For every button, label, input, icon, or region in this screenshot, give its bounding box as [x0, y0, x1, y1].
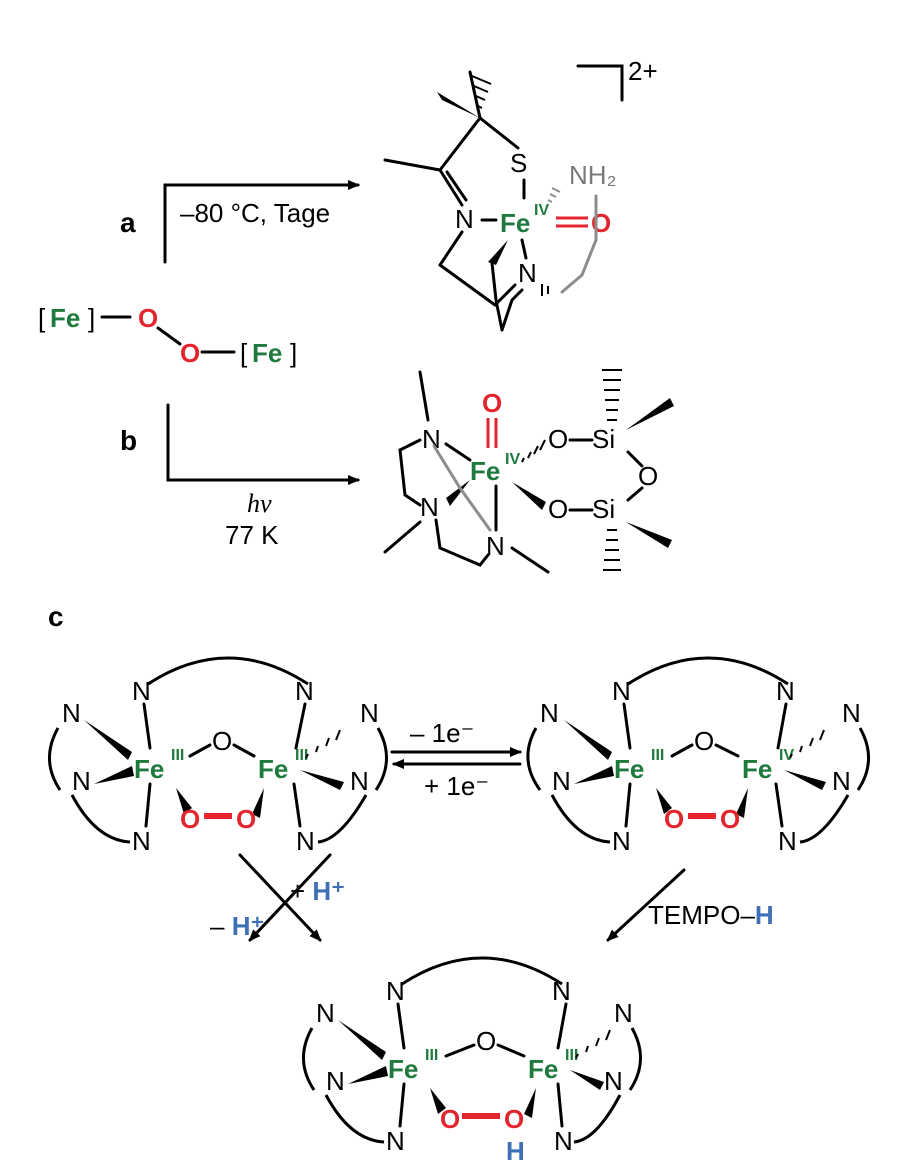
svg-text:N: N	[540, 698, 559, 728]
svg-text:N: N	[612, 826, 631, 856]
iron-center-b: Fe	[470, 456, 500, 486]
svg-text:N: N	[72, 766, 91, 796]
svg-text:N: N	[295, 676, 314, 706]
panel-label-a: a	[120, 207, 136, 238]
hydroperoxo-o1: O	[440, 1104, 460, 1134]
arrow-a	[163, 180, 360, 264]
iron-c3-left: Fe	[388, 1054, 418, 1084]
svg-text:III: III	[565, 1047, 578, 1064]
svg-text:N: N	[350, 766, 369, 796]
peroxo-o2: O	[180, 338, 200, 368]
svg-text:N: N	[316, 998, 335, 1028]
svg-text:III: III	[171, 747, 184, 764]
mu-oxo-c3: O	[476, 1026, 496, 1056]
svg-text:]: ]	[290, 338, 297, 368]
svg-text:N: N	[552, 976, 571, 1006]
protonation-equilibrium-arrows	[238, 853, 332, 942]
oxidation-label: – 1e⁻	[410, 718, 474, 748]
peroxo-c1-o1: O	[180, 804, 200, 834]
svg-text:[: [	[38, 303, 46, 333]
peroxo-c1-o2: O	[236, 804, 256, 834]
svg-text:III: III	[651, 747, 664, 764]
fe-iv-oxo-thiolate-complex: S N Fe IV O NH₂ N	[383, 70, 617, 332]
charge-bracket	[576, 64, 624, 102]
conditions-a: –80 °C, Tage	[180, 198, 330, 228]
fe-iv-oxo-siloxide-complex: O Fe IV O Si O Si O	[383, 369, 674, 574]
hydroperoxo-h: H	[506, 1136, 525, 1166]
redox-equilibrium-arrows: – 1e⁻ + 1e⁻	[390, 718, 522, 801]
svg-text:N: N	[296, 826, 315, 856]
svg-text:N: N	[132, 676, 151, 706]
oxo-oxygen-b: O	[482, 388, 502, 418]
oxidation-state-a: IV	[534, 202, 549, 219]
siloxide-o1: O	[548, 424, 568, 454]
svg-text:N: N	[614, 998, 633, 1028]
siloxide-o2: O	[548, 494, 568, 524]
svg-text:N: N	[612, 676, 631, 706]
reduction-label: + 1e⁻	[424, 771, 489, 801]
mu-oxo-c1: O	[212, 726, 232, 756]
iron-c1-left: Fe	[134, 754, 164, 784]
panel-label-c: c	[48, 601, 64, 632]
ring-n2: N	[420, 492, 439, 522]
ring-n3: N	[486, 531, 505, 561]
deprotonation-label: – H⁺	[210, 911, 264, 941]
peroxo-o1: O	[138, 303, 158, 333]
iron-c2-left: Fe	[614, 754, 644, 784]
peroxo-c2-o2: O	[720, 804, 740, 834]
arrow-b	[166, 403, 360, 485]
mu-oxo-c2: O	[694, 726, 714, 756]
svg-text:N: N	[604, 1066, 623, 1096]
oxo-oxygen-a: O	[591, 208, 611, 238]
diiron-iii-iii-hydroperoxo: N N N N N N N N Fe III Fe III O O	[302, 956, 642, 1166]
sulfur-atom: S	[510, 148, 527, 178]
protonation-label: + H⁺	[290, 876, 345, 906]
hat-arrow	[606, 868, 686, 942]
svg-text:N: N	[62, 698, 81, 728]
diiron-iii-iii-peroxo: N N N N N N N N Fe III Fe III O O	[48, 656, 388, 856]
diiron-peroxo-start: [ Fe ] O O [ Fe ]	[38, 303, 297, 368]
svg-text:III: III	[425, 1047, 438, 1064]
iron-center-a: Fe	[500, 208, 530, 238]
panel-label-b: b	[120, 425, 137, 456]
svg-text:N: N	[832, 766, 851, 796]
svg-text:N: N	[554, 1126, 573, 1156]
iron-c1-right: Fe	[258, 754, 288, 784]
charge-label: 2+	[628, 56, 658, 86]
iron-c2-right: Fe	[742, 754, 772, 784]
conditions-b-temp: 77 K	[225, 520, 279, 550]
amine-group: NH₂	[569, 160, 617, 190]
hydroperoxo-o2: O	[504, 1104, 524, 1134]
svg-text:]: ]	[88, 303, 95, 333]
hat-label: TEMPO–H	[648, 900, 774, 930]
svg-text:N: N	[132, 826, 151, 856]
siloxane-bridge-o: O	[638, 461, 658, 491]
svg-text:N: N	[386, 976, 405, 1006]
silicon-2: Si	[592, 494, 615, 524]
svg-text:N: N	[360, 698, 379, 728]
svg-text:IV: IV	[779, 747, 794, 764]
svg-text:[: [	[240, 338, 248, 368]
oxidation-state-b: IV	[505, 451, 520, 468]
ring-n1: N	[422, 424, 441, 454]
svg-text:III: III	[295, 747, 308, 764]
iron-c3-right: Fe	[528, 1054, 558, 1084]
iron-left: Fe	[50, 303, 80, 333]
tertiary-nitrogen: N	[518, 258, 537, 288]
iron-right: Fe	[252, 338, 282, 368]
svg-text:N: N	[778, 826, 797, 856]
svg-text:N: N	[326, 1066, 345, 1096]
peroxo-c2-o1: O	[664, 804, 684, 834]
svg-text:N: N	[552, 766, 571, 796]
svg-text:N: N	[776, 676, 795, 706]
svg-text:N: N	[842, 698, 861, 728]
conditions-b-light: hν	[247, 489, 272, 518]
imine-nitrogen: N	[455, 204, 474, 234]
svg-text:N: N	[386, 1126, 405, 1156]
diiron-iii-iv-peroxo: N N N N N N N N Fe III Fe IV O O	[526, 656, 870, 856]
silicon-1: Si	[592, 424, 615, 454]
